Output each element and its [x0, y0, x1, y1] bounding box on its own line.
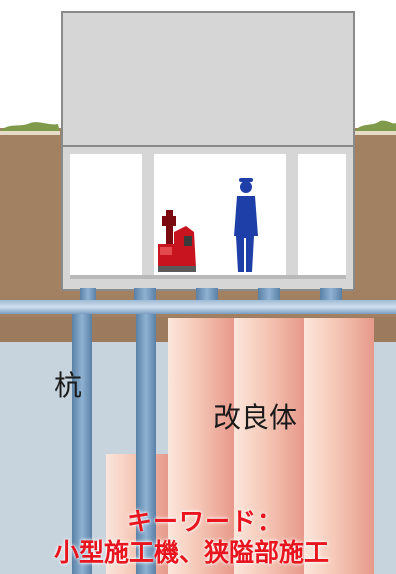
improved-body-label: 改良体 [213, 401, 298, 434]
ground-surface-line-right [355, 131, 396, 135]
pile [136, 310, 156, 574]
improved-body-column [168, 318, 234, 574]
interior-column-right [286, 154, 298, 278]
basement-floor [70, 275, 346, 279]
basement-interior [70, 154, 346, 278]
improved-body-column [304, 318, 374, 574]
grass-right [355, 120, 396, 134]
keyword-text: 小型施工機、狭隘部施工 [54, 538, 330, 567]
ground-surface-line [0, 131, 60, 135]
interior-column-left [142, 154, 154, 278]
pile-label: 杭 [54, 369, 83, 402]
building-upper [61, 11, 355, 149]
foundation-beam [0, 300, 396, 314]
keyword-heading: キーワード： [127, 507, 284, 536]
machine-icon [158, 210, 196, 272]
worker-icon [234, 178, 258, 272]
improved-body-column [234, 318, 304, 574]
pile [72, 310, 92, 574]
